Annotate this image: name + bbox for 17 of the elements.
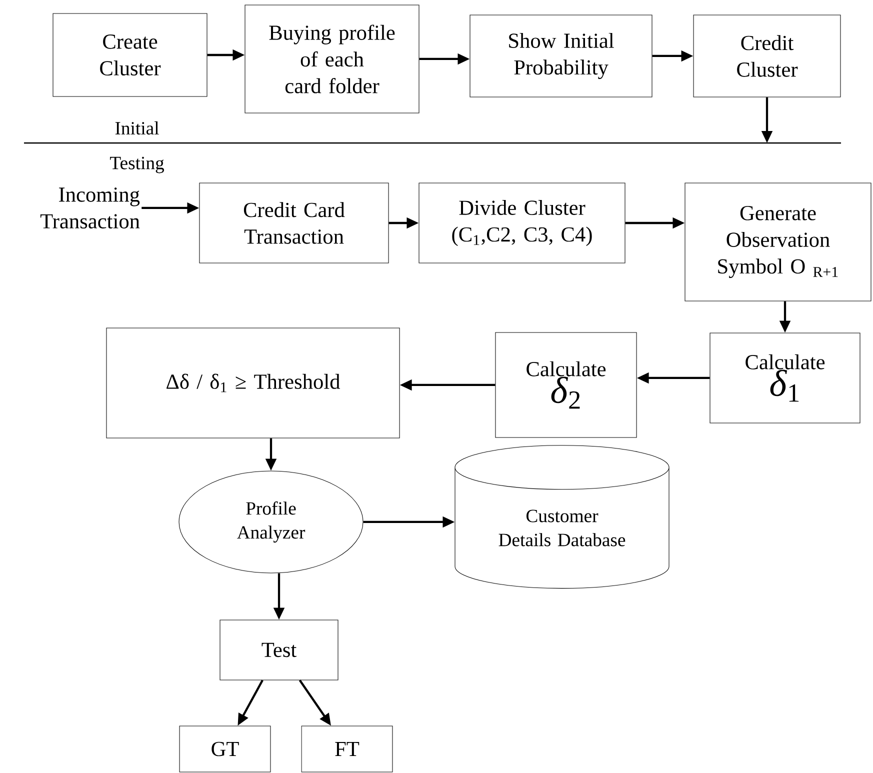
database-cylinder: Customer Details Database (454, 445, 670, 589)
process-box: Calculate δ$_{2}$ (495, 332, 637, 438)
condition-box: Δδ / δ$_{1}$ ≥ Threshold (106, 328, 400, 438)
process-box: Create Cluster (52, 13, 208, 97)
process-box: Generate Observation Symbol O $_{R+1}$ (684, 182, 872, 302)
input-text: Incoming Transaction (40, 188, 140, 228)
process-box: Show Initial Probability (470, 14, 652, 98)
process-box: Test (220, 620, 338, 680)
process-box: Buying profile of each card folder (244, 4, 420, 114)
section-label: Initial (115, 121, 159, 135)
result-box: FT (301, 726, 393, 772)
process-box: Credit Cluster (693, 14, 841, 98)
process-box: Calculate δ$_{1}$ (710, 332, 860, 424)
process-box: Credit Card Transaction (199, 182, 389, 264)
result-box: GT (179, 726, 271, 772)
section-label: Testing (110, 156, 164, 174)
process-box: Divide Cluster (C$_{1}$,C2, C3, C4) (418, 182, 626, 264)
